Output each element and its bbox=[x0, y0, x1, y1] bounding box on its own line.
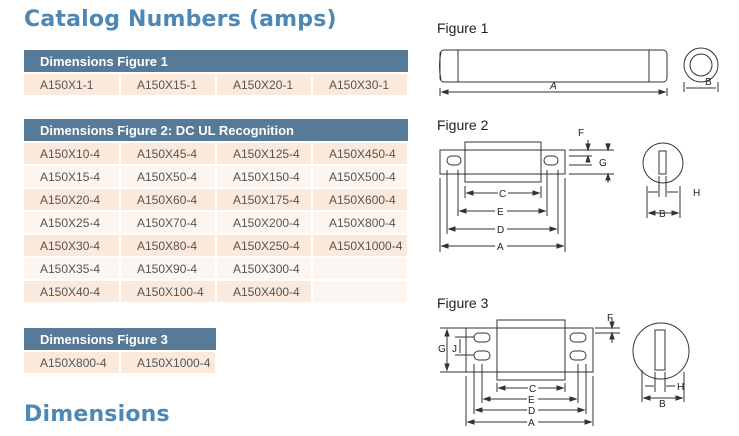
catalog-number-cell: A150X60-4 bbox=[120, 188, 217, 212]
catalog-number-cell: A150X175-4 bbox=[216, 188, 313, 212]
catalog-number-cell: A150X800-4 bbox=[24, 351, 121, 375]
fig3-dim-d: D bbox=[528, 406, 535, 417]
figure-1-drawing: A B bbox=[439, 47, 719, 96]
catalog-number-cell: A150X10-4 bbox=[24, 142, 121, 166]
fig1-dim-b: B bbox=[705, 77, 712, 88]
catalog-number-cell: A150X20-1 bbox=[216, 73, 313, 97]
fig3-dim-e: E bbox=[528, 395, 535, 406]
fig1-dim-a: A bbox=[549, 81, 557, 92]
catalog-number-cell: A150X100-4 bbox=[120, 280, 217, 304]
fig2-dim-h: H bbox=[693, 188, 700, 199]
fig3-dim-b: B bbox=[659, 399, 666, 410]
catalog-number-cell: A150X800-4 bbox=[312, 211, 410, 235]
figure-1-label: Figure 1 bbox=[437, 20, 489, 36]
fig3-dim-h: H bbox=[677, 382, 684, 393]
fig3-dim-g: G bbox=[438, 344, 446, 355]
catalog-number-cell: A150X90-4 bbox=[120, 257, 217, 281]
fig2-dim-d: D bbox=[497, 225, 504, 236]
catalog-number-cell: A150X35-4 bbox=[24, 257, 121, 281]
catalog-number-cell: A150X30-4 bbox=[24, 234, 121, 258]
catalog-number-cell: A150X70-4 bbox=[120, 211, 217, 235]
fig3-dim-f: F bbox=[607, 313, 613, 324]
figure-2-label: Figure 2 bbox=[437, 117, 489, 133]
figure-3-label: Figure 3 bbox=[437, 295, 489, 311]
fig2-dim-a: A bbox=[497, 242, 504, 253]
catalog-number-cell: A150X200-4 bbox=[216, 211, 313, 235]
catalog-number-cell: A150X500-4 bbox=[312, 165, 410, 189]
fig2-dim-g: G bbox=[599, 158, 607, 169]
catalog-number-cell: A150X400-4 bbox=[216, 280, 313, 304]
fig2-dim-c: C bbox=[499, 189, 506, 200]
catalog-number-cell: A150X15-4 bbox=[24, 165, 121, 189]
table-figure-2-title: Dimensions Figure 2: DC UL Recognition bbox=[24, 119, 409, 143]
catalog-number-cell: A150X25-4 bbox=[24, 211, 121, 235]
catalog-number-cell: A150X50-4 bbox=[120, 165, 217, 189]
catalog-number-cell: A150X1000-4 bbox=[120, 351, 217, 375]
figure-3-drawing: G J F C E D A bbox=[438, 313, 690, 429]
catalog-number-cell: A150X300-4 bbox=[216, 257, 313, 281]
empty-cell bbox=[312, 280, 410, 304]
catalog-number-cell: A150X250-4 bbox=[216, 234, 313, 258]
fig2-dim-f: F bbox=[578, 128, 584, 139]
fig2-dim-e: E bbox=[497, 207, 504, 218]
catalog-number-cell: A150X125-4 bbox=[216, 142, 313, 166]
catalog-number-cell: A150X45-4 bbox=[120, 142, 217, 166]
catalog-numbers-heading: Catalog Numbers (amps) bbox=[24, 7, 337, 32]
catalog-number-cell: A150X30-1 bbox=[312, 73, 409, 97]
catalog-number-cell: A150X40-4 bbox=[24, 280, 121, 304]
catalog-number-cell: A150X600-4 bbox=[312, 188, 410, 212]
table-figure-3-title: Dimensions Figure 3 bbox=[24, 328, 216, 352]
figure-2-drawing: C E D A F G H B bbox=[439, 128, 700, 253]
fig3-dim-a: A bbox=[528, 418, 535, 429]
empty-cell bbox=[312, 257, 410, 281]
catalog-number-cell: A150X20-4 bbox=[24, 188, 121, 212]
table-figure-2: Dimensions Figure 2: DC UL Recognition A… bbox=[24, 119, 410, 304]
catalog-number-cell: A150X80-4 bbox=[120, 234, 217, 258]
catalog-number-cell: A150X15-1 bbox=[120, 73, 217, 97]
dimensions-heading: Dimensions bbox=[24, 402, 170, 427]
fig3-dim-j: J bbox=[452, 344, 457, 355]
fig2-dim-b: B bbox=[659, 209, 666, 220]
catalog-number-cell: A150X1-1 bbox=[24, 73, 121, 97]
fig3-dim-c: C bbox=[529, 384, 536, 395]
catalog-number-cell: A150X150-4 bbox=[216, 165, 313, 189]
catalog-number-cell: A150X1000-4 bbox=[312, 234, 410, 258]
table-figure-1-title: Dimensions Figure 1 bbox=[24, 50, 408, 74]
catalog-number-cell: A150X450-4 bbox=[312, 142, 410, 166]
